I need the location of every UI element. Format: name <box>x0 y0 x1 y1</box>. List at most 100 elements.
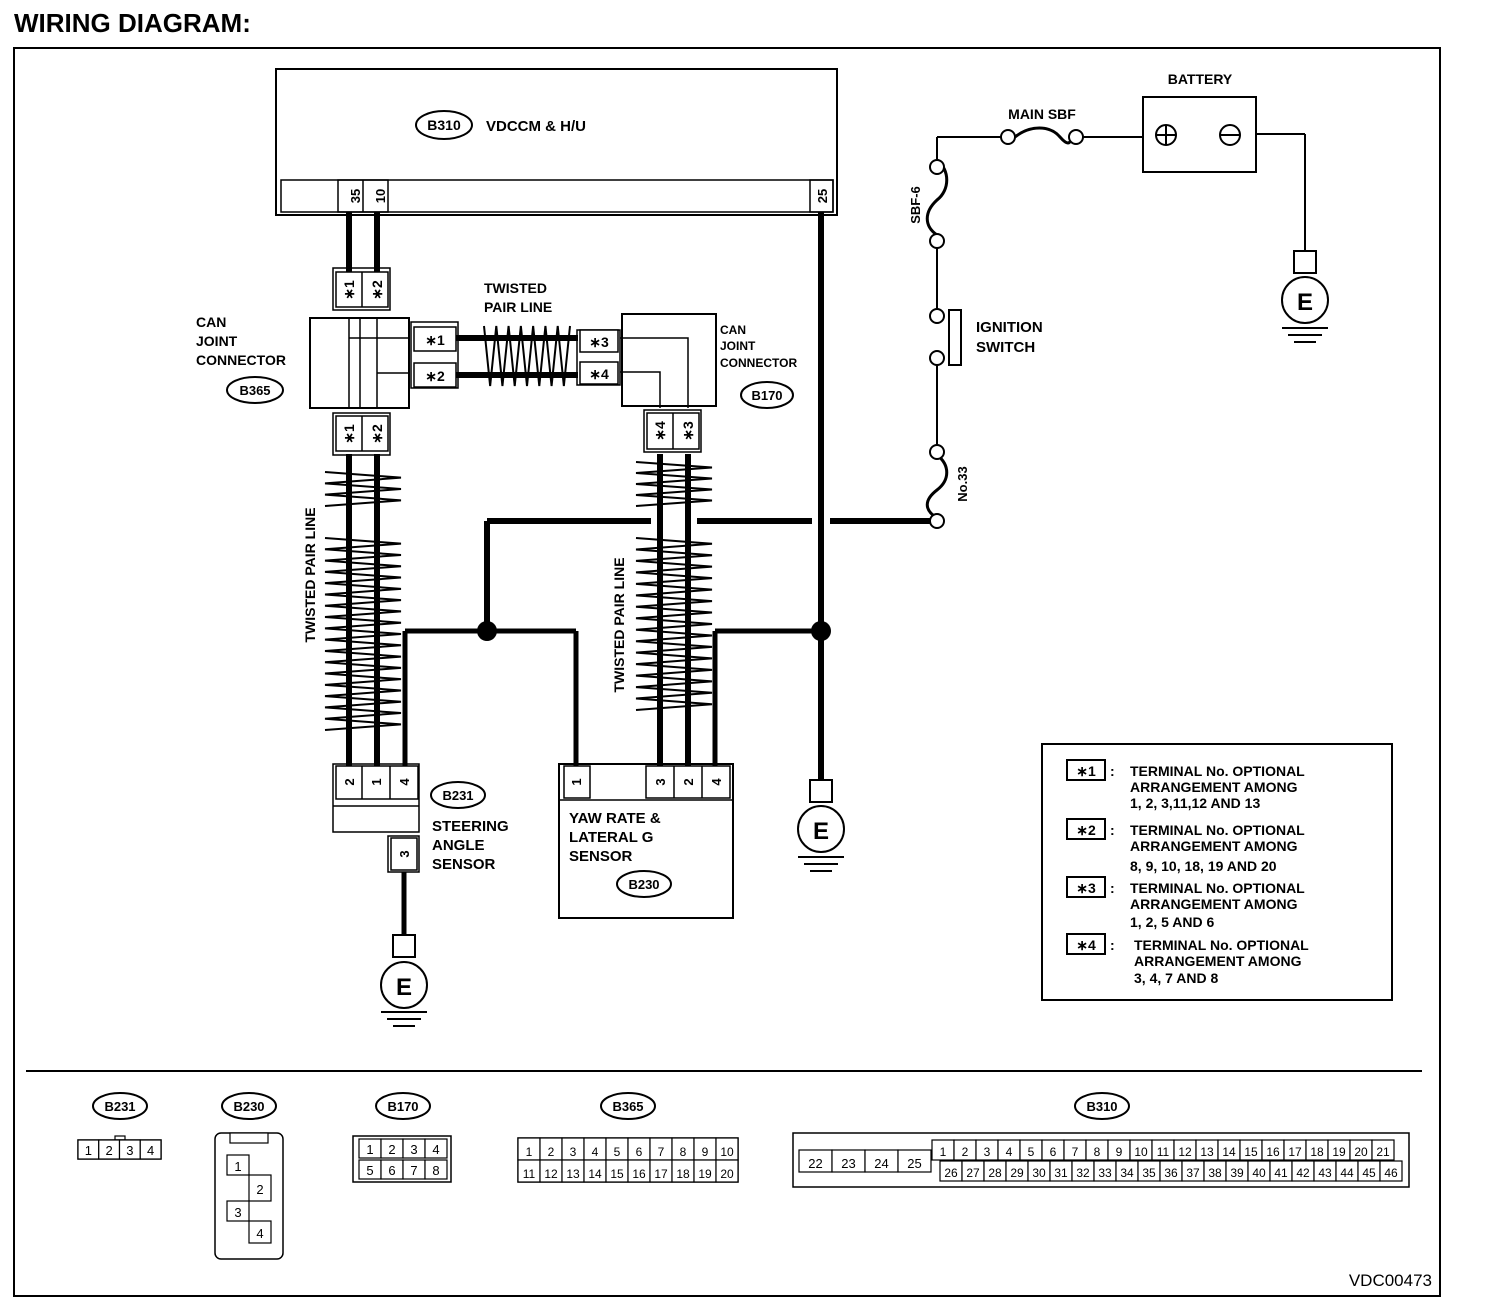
b365-label-line2: JOINT <box>196 333 238 349</box>
b310-face-left-pin-label: 22 <box>808 1156 822 1171</box>
b365-top-pin-1: ∗1 <box>341 280 357 300</box>
b230-pin-1: 1 <box>569 778 584 785</box>
b231-pin-3: 3 <box>397 850 412 857</box>
twisted-pair-marks <box>324 325 713 731</box>
b365-face-row2-pin-label: 17 <box>654 1167 668 1181</box>
power-supply: BATTERY MAIN SBF SBF-6 IGNITION SWITCH N… <box>908 71 1257 529</box>
ground-battery-label: E <box>1297 289 1313 316</box>
b365-face-row2-cell <box>715 1159 739 1183</box>
twist-zigzag <box>635 461 713 507</box>
b170-bottom-pin-3: ∗3 <box>680 421 696 441</box>
b310-face-row2-pin-label: 30 <box>1032 1166 1046 1180</box>
b170-side-pin-3: ∗3 <box>589 334 609 350</box>
ground-b231-label: E <box>396 974 412 1001</box>
b310-face-row1-pin-label: 13 <box>1200 1145 1214 1159</box>
face-b170-id: B170 <box>387 1099 418 1114</box>
b365-face-row2-pin-label: 15 <box>610 1167 624 1181</box>
legend-text-1c: 1, 2, 3,11,12 AND 13 <box>1130 795 1260 811</box>
face-b231-id: B231 <box>104 1099 135 1114</box>
b310-face-row1-pin-label: 21 <box>1376 1145 1390 1159</box>
b365-face-row1-pin-label: 10 <box>720 1145 734 1159</box>
page-title: WIRING DIAGRAM: <box>14 8 251 38</box>
legend-item-4: ∗4 : TERMINAL No. OPTIONAL ARRANGEMENT A… <box>1066 933 1309 986</box>
b310-face-left-pin-label: 25 <box>907 1156 921 1171</box>
b231-face-pin-label: 3 <box>126 1143 133 1158</box>
can-joint-b170: ∗3 ∗4 ∗4 ∗3 CAN JOINT CONNECTOR B170 <box>576 313 797 453</box>
twist-zigzag <box>324 471 402 507</box>
b231-pin-2: 2 <box>342 778 357 785</box>
svg-text::: : <box>1110 937 1115 953</box>
b365-face-row1-pin-label: 1 <box>526 1145 533 1159</box>
b310-face-row1-pin-label: 12 <box>1178 1145 1192 1159</box>
b310-face-row1-cell <box>1371 1139 1395 1161</box>
b365-label-line1: CAN <box>196 314 226 330</box>
vdccm-pin-10: 10 <box>373 189 388 203</box>
face-b365-id: B365 <box>612 1099 643 1114</box>
yaw-rate-sensor: 1 3 2 4 YAW RATE & LATERAL G SENSOR B230 <box>558 763 734 919</box>
b230-label-line1: YAW RATE & <box>569 810 661 827</box>
vdccm-name: VDCCM & H/U <box>486 118 586 135</box>
b170-label-line2: JOINT <box>720 339 756 353</box>
b310-face-row2-pin-label: 37 <box>1186 1166 1200 1180</box>
b365-face-row1-pin-label: 9 <box>702 1145 709 1159</box>
b230-pin-2: 2 <box>681 778 696 785</box>
b365-bottom-pin-1: ∗1 <box>341 424 357 444</box>
b170-face-row1-pin-label: 2 <box>388 1142 395 1157</box>
vdccm-pin-35: 35 <box>348 189 363 203</box>
vdccm-pin-25: 25 <box>815 189 830 203</box>
b310-face-left-cell <box>897 1149 932 1173</box>
b310-face-row2-pin-label: 32 <box>1076 1166 1090 1180</box>
legend-box: ∗1 : TERMINAL No. OPTIONAL ARRANGEMENT A… <box>1041 743 1393 1001</box>
b310-face-row2-pin-label: 44 <box>1340 1166 1354 1180</box>
ground-vdccm: E <box>797 779 845 872</box>
b170-label-line1: CAN <box>720 323 746 337</box>
wires <box>346 126 1306 936</box>
svg-text::: : <box>1110 822 1115 838</box>
b310-face-row1-pin-label: 17 <box>1288 1145 1302 1159</box>
b170-face-row1-cell <box>424 1138 448 1159</box>
b365-face-row2-pin-label: 14 <box>588 1167 602 1181</box>
b365-face-row1-pin-label: 4 <box>592 1145 599 1159</box>
b231-face-pin-label: 2 <box>106 1143 113 1158</box>
steering-angle-sensor: 2 1 4 3 B231 STEERING ANGLE SENSOR <box>332 763 509 873</box>
legend-text-2b: ARRANGEMENT AMONG <box>1130 838 1298 854</box>
b310-face-row2-pin-label: 46 <box>1384 1166 1398 1180</box>
b230-label-line2: LATERAL G <box>569 829 653 846</box>
b170-label-line3: CONNECTOR <box>720 356 797 370</box>
b230-face-pin-4: 4 <box>256 1226 263 1241</box>
legend-key-2: ∗2 <box>1076 822 1096 838</box>
b170-face-row2-pin-label: 7 <box>410 1163 417 1178</box>
b310-face-row1-pin-label: 20 <box>1354 1145 1368 1159</box>
b310-face-row2-cell <box>1379 1160 1403 1182</box>
legend-text-4b: ARRANGEMENT AMONG <box>1134 953 1302 969</box>
b310-face-row1-pin-label: 4 <box>1006 1145 1013 1159</box>
b310-face-row1-pin-label: 6 <box>1050 1145 1057 1159</box>
b365-label-line3: CONNECTOR <box>196 352 286 368</box>
legend-text-3c: 1, 2, 5 AND 6 <box>1130 914 1215 930</box>
b310-face-row2-pin-label: 41 <box>1274 1166 1288 1180</box>
legend-item-2: ∗2 : TERMINAL No. OPTIONAL ARRANGEMENT A… <box>1066 818 1305 874</box>
legend-text-2c: 8, 9, 10, 18, 19 AND 20 <box>1130 858 1277 874</box>
b231-face-pin-label: 1 <box>85 1143 92 1158</box>
b365-face-row2-pin-label: 20 <box>720 1167 734 1181</box>
legend-key-4: ∗4 <box>1076 937 1096 953</box>
b230-face-pin-2: 2 <box>256 1182 263 1197</box>
b310-face-row1-pin-label: 9 <box>1116 1145 1123 1159</box>
b170-face-row2-cell <box>424 1159 448 1180</box>
b310-face-row1-pin-label: 19 <box>1332 1145 1346 1159</box>
b310-face-row2-pin-label: 39 <box>1230 1166 1244 1180</box>
b365-top-pin-2: ∗2 <box>369 280 385 300</box>
b170-face-row2-pin-label: 5 <box>366 1163 373 1178</box>
b310-face-row2-pin-label: 36 <box>1164 1166 1178 1180</box>
battery-label: BATTERY <box>1168 71 1233 87</box>
b310-face-row1-pin-label: 10 <box>1134 1145 1148 1159</box>
legend-text-1b: ARRANGEMENT AMONG <box>1130 779 1298 795</box>
svg-text::: : <box>1110 763 1115 779</box>
b231-label-line2: ANGLE <box>432 837 485 854</box>
b365-face-row2-pin-label: 18 <box>676 1167 690 1181</box>
legend-text-1a: TERMINAL No. OPTIONAL <box>1130 763 1305 779</box>
b310-face-row2-pin-label: 31 <box>1054 1166 1068 1180</box>
b231-pin-1: 1 <box>369 778 384 785</box>
